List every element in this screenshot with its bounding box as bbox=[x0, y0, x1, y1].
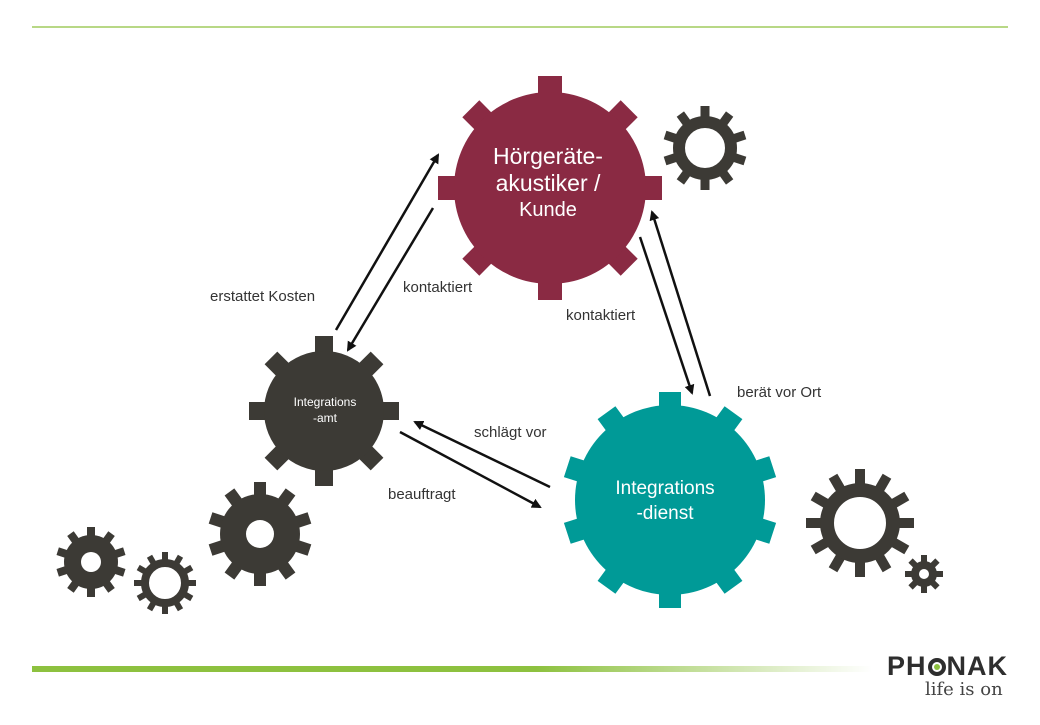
gear-deco-right-large bbox=[806, 469, 914, 577]
akustiker-line-2: akustiker / bbox=[495, 170, 601, 196]
logo-brand-right: NAK bbox=[946, 651, 1008, 681]
dienst-line-1: Integrations bbox=[615, 478, 715, 499]
logo-tagline: life is on bbox=[924, 679, 1003, 700]
amt-line-2: -amt bbox=[313, 411, 337, 425]
label-erstattet-kosten: erstattet Kosten bbox=[210, 288, 316, 305]
amt-line-1: Integrations bbox=[293, 395, 357, 409]
arrow-dienst-to-akustiker bbox=[649, 210, 712, 397]
gear-integrationsamt bbox=[249, 336, 399, 486]
arrow-akustiker-to-dienst bbox=[638, 236, 695, 395]
gear-deco-left-ring bbox=[134, 552, 196, 614]
gear-deco-mid bbox=[208, 482, 312, 586]
label-kontaktiert-right: kontaktiert bbox=[566, 307, 636, 324]
gear-integrationsdienst bbox=[563, 392, 777, 608]
logo-wordmark: PH NAK bbox=[887, 652, 1008, 680]
arrow-dienst-to-amt bbox=[413, 420, 551, 489]
gear-amt-label: Integrations -amt bbox=[270, 394, 380, 426]
gear-deco-left bbox=[56, 527, 126, 597]
label-beraet-vor-ort: berät vor Ort bbox=[737, 384, 822, 401]
gear-dienst-label: Integrations -dienst bbox=[590, 476, 740, 526]
akustiker-line-1: Hörgeräte- bbox=[493, 143, 603, 169]
logo-brand-left: PH bbox=[886, 651, 927, 681]
gear-deco-right-small bbox=[905, 555, 943, 593]
arrow-amt-to-akustiker bbox=[334, 153, 440, 331]
gear-akustiker bbox=[438, 76, 662, 300]
arrow-akustiker-to-amt bbox=[346, 207, 435, 352]
dienst-line-2: -dienst bbox=[636, 503, 694, 524]
label-beauftragt: beauftragt bbox=[388, 486, 456, 503]
label-schlaegt-vor: schlägt vor bbox=[474, 424, 547, 441]
akustiker-line-3: Kunde bbox=[519, 199, 577, 221]
arrow-amt-to-dienst bbox=[399, 430, 542, 509]
gear-deco-topright bbox=[663, 106, 747, 190]
bottom-accent-bar bbox=[32, 666, 872, 672]
label-kontaktiert-left: kontaktiert bbox=[403, 279, 473, 296]
phonak-logo: PH NAK life is on bbox=[887, 652, 1008, 700]
logo-dot-icon bbox=[927, 658, 946, 676]
gear-akustiker-label: Hörgeräte- akustiker / Kunde bbox=[468, 143, 628, 223]
